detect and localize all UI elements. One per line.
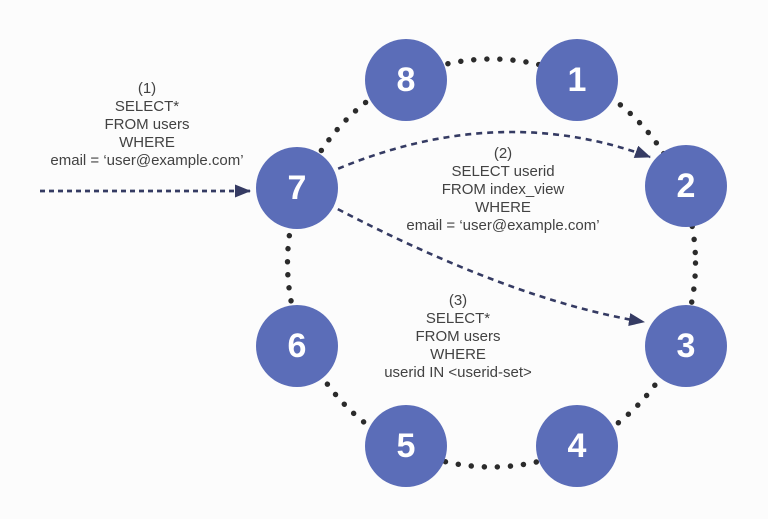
ring-node-7: 7 (256, 147, 338, 229)
ring-node-3: 3 (645, 305, 727, 387)
ring-node-1: 1 (536, 39, 618, 121)
query3-label: (3) SELECT* FROM users WHERE userid IN <… (384, 292, 532, 381)
ring-node-2: 2 (645, 145, 727, 227)
ring-dotted-circle (284, 56, 699, 470)
query3-arrow (327, 202, 645, 326)
query1-label: (1) SELECT* FROM users WHERE email = ‘us… (50, 80, 244, 169)
ring-node-5: 5 (365, 405, 447, 487)
ring-node-6: 6 (256, 305, 338, 387)
ring-node-4: 4 (536, 405, 618, 487)
ring-node-8: 8 (365, 39, 447, 121)
query2-label: (2) SELECT userid FROM index_view WHERE … (406, 145, 600, 234)
query2-arrow (327, 130, 651, 175)
